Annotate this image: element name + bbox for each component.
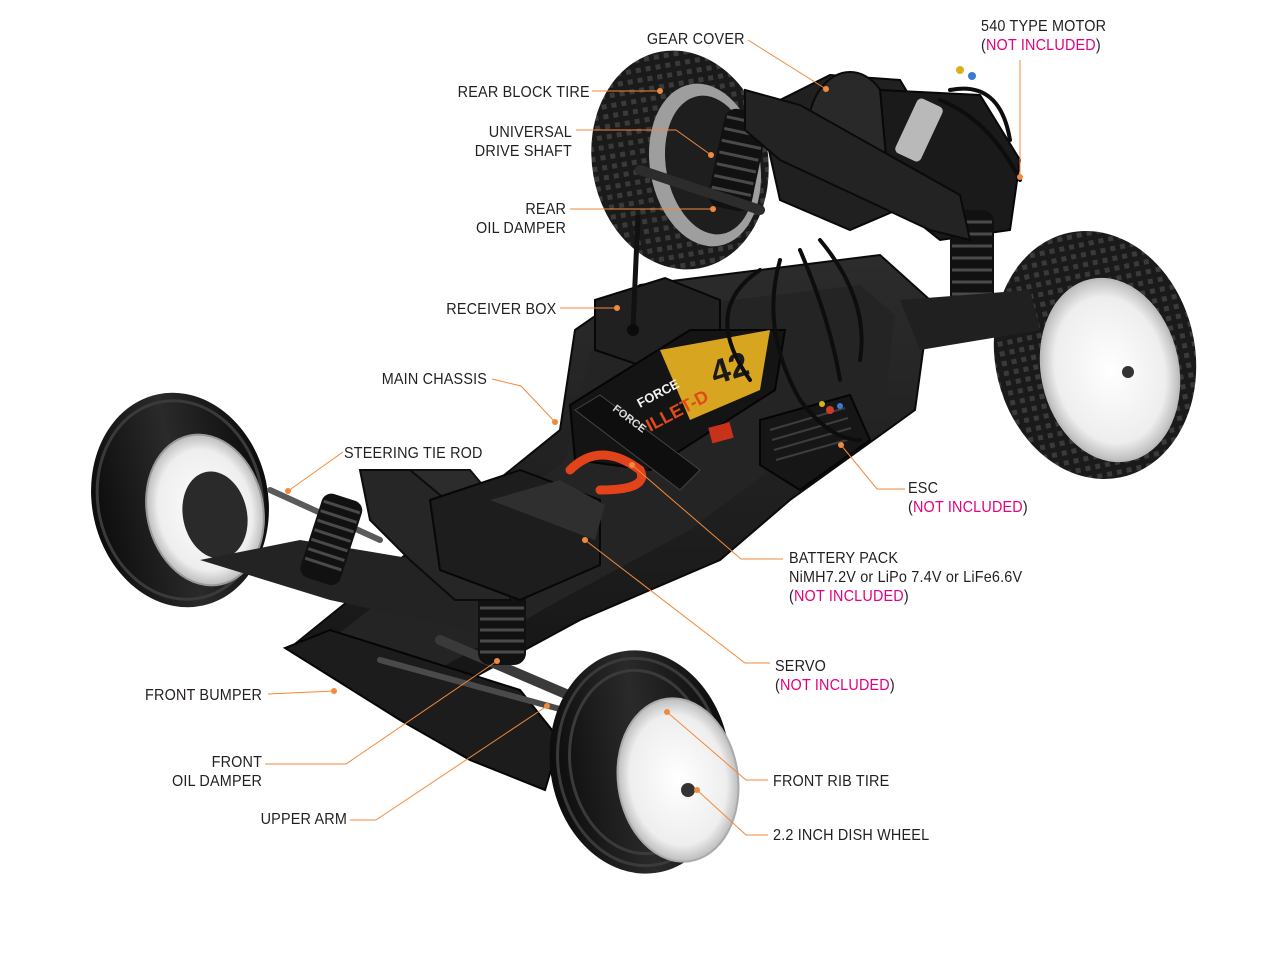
gear-cover-text: GEAR COVER — [647, 31, 745, 48]
universal-text-2: DRIVE SHAFT — [474, 143, 572, 160]
leader-main-chassis — [491, 378, 556, 423]
upper-arm-text: UPPER ARM — [260, 811, 347, 828]
not-included-text: NOT INCLUDED — [985, 37, 1096, 54]
label-dish-wheel: 2.2 INCH DISH WHEEL — [773, 826, 929, 845]
label-servo: SERVO (NOT INCLUDED) — [775, 657, 895, 695]
front-damper-text-2: OIL DAMPER — [171, 773, 262, 790]
label-receiver-box: RECEIVER BOX — [446, 300, 556, 319]
leader-gear-cover — [747, 39, 827, 90]
servo — [428, 468, 605, 602]
label-front-bumper: FRONT BUMPER — [145, 686, 262, 705]
leader-battery — [631, 464, 783, 560]
esc-text: ESC — [908, 480, 939, 497]
label-rear-block-tire: REAR BLOCK TIRE — [458, 83, 590, 102]
front-left-damper — [300, 493, 363, 586]
wires — [725, 86, 1022, 442]
leader-front-damper — [265, 660, 498, 765]
dish-wheel — [616, 697, 740, 863]
leader-dots — [285, 86, 1023, 793]
label-main-chassis: MAIN CHASSIS — [382, 370, 487, 389]
battery-text-1: BATTERY PACK — [789, 550, 899, 567]
label-gear-cover: GEAR COVER — [647, 30, 745, 49]
label-universal-drive-shaft: UNIVERSAL DRIVE SHAFT — [475, 123, 572, 161]
label-battery-pack: BATTERY PACK NiMH7.2V or LiPo 7.4V or Li… — [789, 549, 1022, 606]
front-right-tire — [549, 650, 740, 874]
battery-not-included: (NOT INCLUDED) — [789, 588, 909, 605]
leader-universal — [576, 129, 712, 156]
not-included-text: NOT INCLUDED — [793, 588, 904, 605]
leader-front-bumper — [267, 690, 335, 695]
rear-block-tire-text: REAR BLOCK TIRE — [457, 84, 590, 101]
label-motor: 540 TYPE MOTOR (NOT INCLUDED) — [981, 17, 1106, 55]
not-included-text: NOT INCLUDED — [912, 499, 1023, 516]
label-front-rib-tire: FRONT RIB TIRE — [773, 772, 889, 791]
servo-not-included: (NOT INCLUDED) — [775, 677, 895, 694]
not-included-text: NOT INCLUDED — [779, 677, 890, 694]
dish-wheel-text: 2.2 INCH DISH WHEEL — [773, 827, 930, 844]
front-bumper-text: FRONT BUMPER — [144, 687, 262, 704]
main-chassis-text: MAIN CHASSIS — [381, 371, 487, 388]
motor-not-included: (NOT INCLUDED) — [981, 37, 1101, 54]
esc — [759, 393, 872, 492]
leader-esc — [840, 444, 905, 490]
battery-text-2: NiMH7.2V or LiPo 7.4V or LiFe6.6V — [789, 569, 1023, 586]
label-upper-arm: UPPER ARM — [261, 810, 347, 829]
rear-right-tire — [993, 230, 1197, 480]
leader-servo — [584, 539, 770, 664]
rear-damper-text-1: REAR — [525, 201, 566, 218]
front-left-tire — [91, 392, 269, 608]
label-front-oil-damper: FRONT OIL DAMPER — [172, 753, 262, 791]
leader-steering-tie-rod — [287, 451, 344, 492]
esc-not-included: (NOT INCLUDED) — [908, 499, 1028, 516]
universal-text-1: UNIVERSAL — [488, 124, 572, 141]
front-damper-text-1: FRONT — [211, 754, 262, 771]
battery-pack: 42 FORCE ILLET-D FORCE — [565, 329, 787, 495]
label-esc: ESC (NOT INCLUDED) — [908, 479, 1028, 517]
steering-tie-rod-text: STEERING TIE ROD — [344, 445, 483, 462]
leader-lines — [265, 39, 1021, 836]
label-rear-oil-damper: REAR OIL DAMPER — [476, 200, 566, 238]
motor-text: 540 TYPE MOTOR — [981, 18, 1107, 35]
servo-text: SERVO — [775, 658, 827, 675]
label-steering-tie-rod: STEERING TIE ROD — [344, 444, 483, 463]
rear-damper-text-2: OIL DAMPER — [475, 220, 566, 237]
leader-front-rib-tire — [666, 711, 768, 781]
leader-upper-arm — [350, 705, 548, 821]
front-rib-tire-text: FRONT RIB TIRE — [773, 773, 890, 790]
rear-structure — [635, 71, 1040, 350]
leader-dish-wheel — [696, 789, 768, 836]
universal-drive-shaft — [635, 165, 765, 215]
receiver-box-text: RECEIVER BOX — [445, 301, 556, 318]
